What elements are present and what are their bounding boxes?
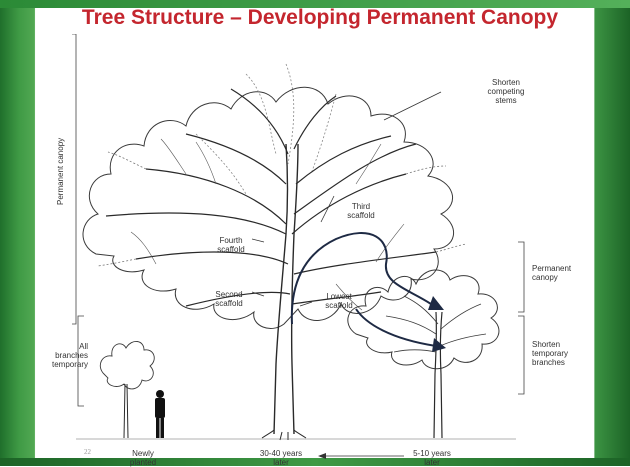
medium-tree-canopy-outline <box>347 269 500 370</box>
label-permanent-canopy-vertical: Permanent canopy <box>56 137 65 205</box>
page-number: 22 <box>84 448 91 456</box>
pruning-cut-dotted-lines <box>97 151 467 267</box>
arrowheads <box>428 296 446 352</box>
large-tree-roots <box>261 429 307 441</box>
label-pointer-arrows <box>251 91 442 307</box>
bracket-lines <box>72 34 525 407</box>
label-all-branches-temporary: All branches temporary <box>51 342 88 369</box>
scaffold-branches <box>105 88 437 307</box>
top-green-bar <box>0 0 630 8</box>
fine-twigs <box>130 138 405 311</box>
bottom-green-bar <box>0 458 630 466</box>
label-permanent-canopy-right: Permanent canopy <box>532 264 572 282</box>
young-tree-canopy-outline <box>99 341 155 390</box>
person-scale-silhouette <box>155 390 165 438</box>
label-second-scaffold: Second scaffold <box>215 290 243 308</box>
guidance-arrows <box>290 232 437 347</box>
large-tree-trunk <box>273 143 299 435</box>
label-shorten-competing-stems: Shorten competing stems <box>487 78 525 105</box>
large-tree-canopy-outline <box>82 86 455 329</box>
medium-tree-trunk <box>433 311 443 439</box>
label-5-10-years-later: 5-10 years later <box>413 449 451 467</box>
label-30-40-years-later: 30-40 years later <box>259 449 303 467</box>
tree-structure-diagram <box>72 34 525 441</box>
label-third-scaffold: Third scaffold <box>347 202 375 220</box>
slide-title: Tree Structure – Developing Permanent Ca… <box>81 6 559 29</box>
timeline-arrow <box>318 453 404 459</box>
label-shorten-temporary-branches: Shorten temporary branches <box>532 340 569 367</box>
label-newly-planted: Newly planted <box>129 449 157 467</box>
label-lowest-scaffold: Lowest scaffold <box>325 292 353 310</box>
young-tree-trunk <box>123 383 129 439</box>
label-fourth-scaffold: Fourth scaffold <box>217 236 245 254</box>
medium-tree-branches <box>385 295 487 353</box>
dotted-crown-detail <box>195 63 337 195</box>
